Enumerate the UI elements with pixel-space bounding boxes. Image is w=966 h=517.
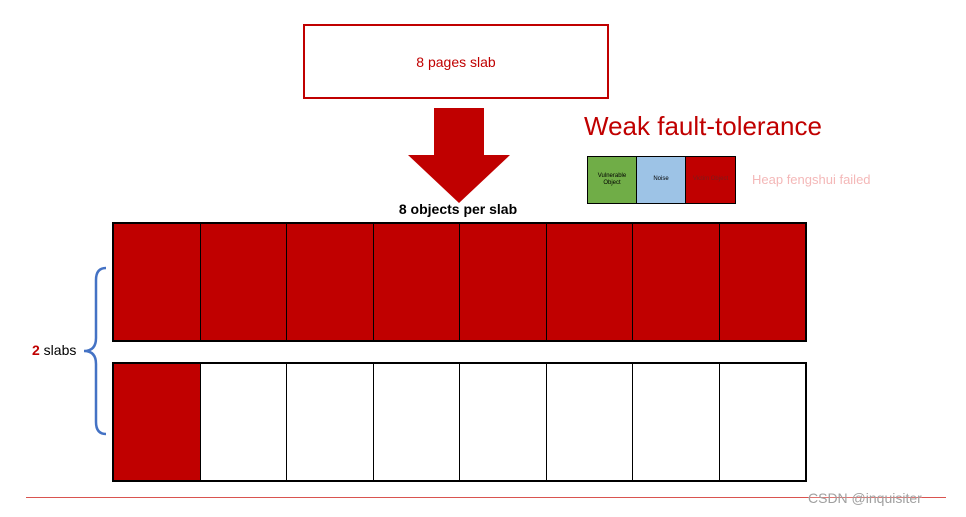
pages-slab-box: 8 pages slab [303,24,609,99]
object-cell-filled [287,224,374,340]
object-cell-empty [633,364,720,480]
pages-slab-label: 8 pages slab [416,53,496,70]
slabs-count: 2 [32,342,40,358]
down-arrow-shape [408,108,510,203]
object-cell-empty [373,364,460,480]
down-arrow-icon [408,108,510,203]
diagram-title: Weak fault-tolerance [584,111,822,141]
legend-item-1: Vulnerable Object [588,157,637,203]
object-cell-empty [719,364,805,480]
legend: Vulnerable Object Noise Victim Object [587,156,736,204]
object-cell-filled [200,224,287,340]
object-cell-filled [719,224,805,340]
object-cell-empty [460,364,547,480]
object-cell-filled [114,364,201,480]
left-brace-icon [83,266,107,436]
bottom-divider [26,497,946,498]
slab-row-2 [112,362,807,482]
heap-fengshui-failed-note: Heap fengshui failed [752,172,871,187]
legend-item-label: Victim Object [692,176,729,183]
object-cell-filled [633,224,720,340]
object-cell-filled [373,224,460,340]
object-cell-filled [460,224,547,340]
slabs-text: slabs [39,342,77,358]
legend-item-label: Noise [653,176,669,183]
slab-row-1 [112,222,807,342]
brace-path [83,266,107,436]
watermark: CSDN @inquisiter [808,490,922,506]
object-cell-empty [200,364,287,480]
slabs-count-label: 2 slabs [32,342,76,358]
object-cell-empty [546,364,633,480]
legend-item-2: Noise [637,157,686,203]
objects-per-slab-label: 8 objects per slab [398,201,518,217]
legend-item-3: Victim Object [686,157,735,203]
legend-item-label: Vulnerable Object [597,172,627,186]
object-cell-filled [114,224,201,340]
object-cell-filled [546,224,633,340]
object-cell-empty [287,364,374,480]
